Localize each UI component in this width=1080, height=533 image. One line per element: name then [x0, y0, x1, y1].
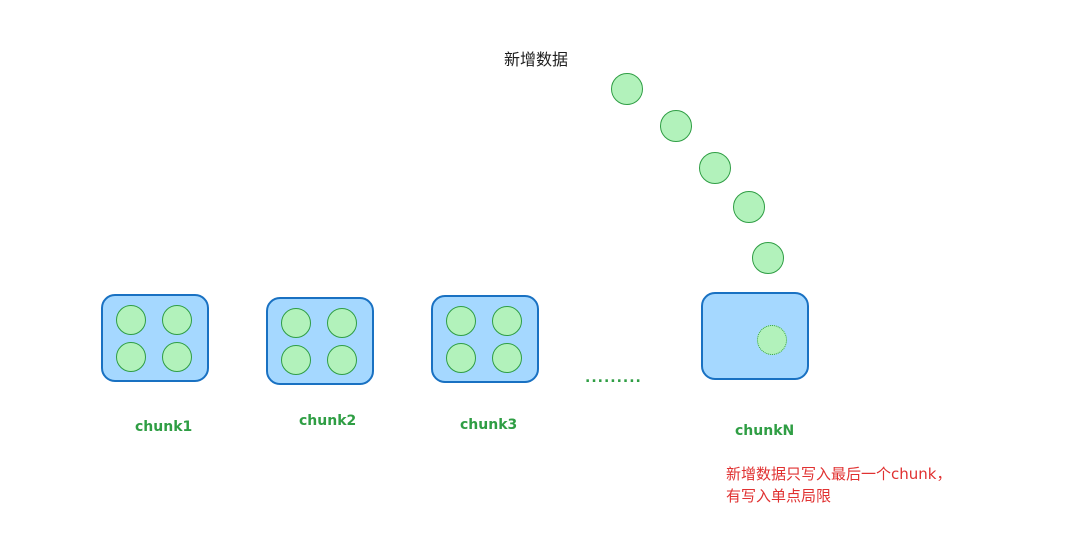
ellipsis: .........	[585, 370, 642, 386]
data-item	[446, 343, 476, 373]
chunk-2	[266, 297, 374, 385]
chunk-3-label: chunk3	[460, 417, 518, 433]
data-item	[446, 306, 476, 336]
data-item	[752, 242, 784, 274]
chunk-3	[431, 295, 539, 383]
note-line-1: 新增数据只写入最后一个chunk，	[726, 465, 952, 483]
data-item	[327, 308, 357, 338]
data-item	[116, 305, 146, 335]
data-item	[611, 73, 643, 105]
chunk-2-label: chunk2	[299, 413, 357, 429]
data-item	[162, 305, 192, 335]
data-item	[492, 306, 522, 336]
data-item	[281, 308, 311, 338]
chunk-1	[101, 294, 209, 382]
chunk-n	[701, 292, 809, 380]
data-item	[162, 342, 192, 372]
pending-data-item	[757, 325, 787, 355]
data-item	[327, 345, 357, 375]
chunk-1-label: chunk1	[135, 419, 193, 435]
note-line-2: 有写入单点局限	[726, 487, 832, 505]
data-item	[699, 152, 731, 184]
data-item	[733, 191, 765, 223]
data-item	[492, 343, 522, 373]
data-item	[660, 110, 692, 142]
data-item	[116, 342, 146, 372]
limitation-note: 新增数据只写入最后一个chunk， 有写入单点局限	[726, 463, 951, 507]
data-item	[281, 345, 311, 375]
chunk-n-label: chunkN	[735, 423, 795, 439]
incoming-data-title: 新增数据	[504, 50, 569, 69]
